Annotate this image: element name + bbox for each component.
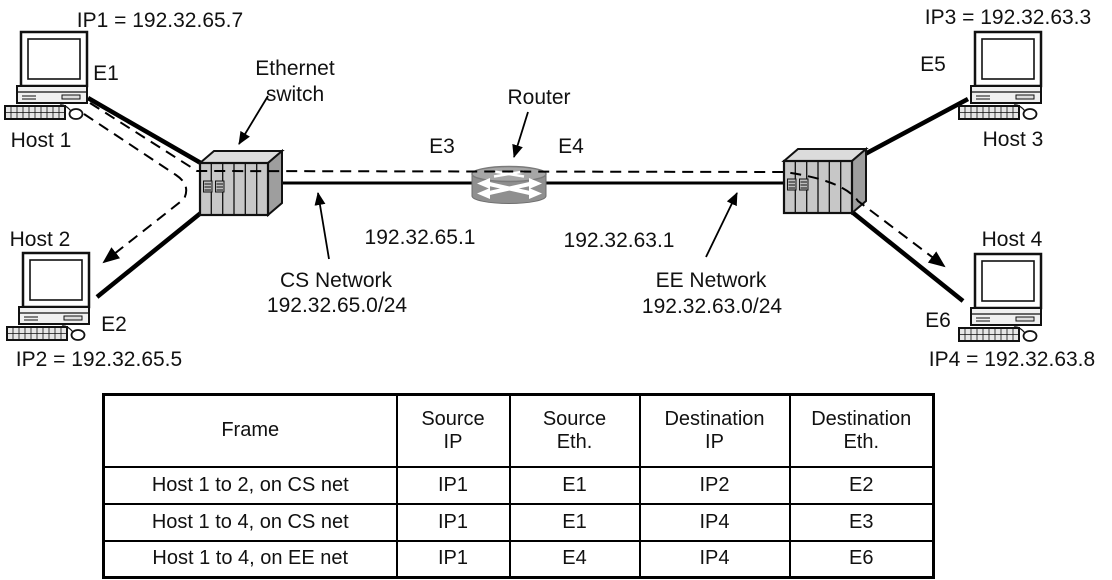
cell-source-eth: E4 [508,539,641,579]
header-destination-eth: Destination Eth. [788,393,935,468]
cell-source-ip: IP1 [395,465,511,505]
host2-label: Host 2 [10,228,71,251]
cell-destination-ip: IP4 [638,502,791,542]
ip4-label: IP4 = 192.32.63.8 [929,348,1095,371]
link-switch2-host4 [850,210,965,303]
e1-label: E1 [93,62,119,85]
header-source-ip: Source IP [395,393,511,468]
link-switch2-host3 [850,97,970,163]
table-row: Host 1 to 2, on CS net IP1 E1 IP2 E2 [102,465,935,505]
router-right-ip-label: 192.32.63.1 [564,229,675,252]
ee-network-label-line2: 192.32.63.0/24 [642,295,782,318]
e6-label: E6 [925,309,951,332]
cell-destination-eth: E3 [788,502,935,542]
cell-destination-eth: E2 [788,465,935,505]
cell-source-eth: E1 [508,465,641,505]
ip2-label: IP2 = 192.32.65.5 [16,348,182,371]
cell-destination-eth: E6 [788,539,935,579]
ip1-label: IP1 = 192.32.65.7 [77,9,243,32]
ethernet-switch-label-line2: switch [266,83,324,106]
header-frame: Frame [102,393,398,468]
router-pointer-arrow [512,111,529,158]
cell-frame: Host 1 to 2, on CS net [102,465,398,505]
host-3-icon [957,30,1043,121]
header-source-eth: Source Eth. [508,393,641,468]
frame-table-container: Frame Source IP Source Eth. Destination … [102,393,935,579]
cell-destination-ip: IP4 [638,539,791,579]
host-2-icon [5,251,91,342]
e2-label: E2 [101,313,127,336]
ip3-label: IP3 = 192.32.63.3 [925,6,1091,29]
cell-source-ip: IP1 [395,502,511,542]
ethernet-switch-label-line1: Ethernet [255,57,335,80]
cs-network-label-line2: 192.32.65.0/24 [267,294,407,317]
host3-label: Host 3 [983,128,1044,151]
host4-label: Host 4 [982,228,1043,251]
header-destination-ip: Destination IP [638,393,791,468]
router-label: Router [507,86,570,109]
e4-label: E4 [558,135,584,158]
ethernet-switch-pointer-arrow [238,95,269,145]
router-left-ip-label: 192.32.65.1 [365,226,476,249]
e3-label: E3 [429,135,455,158]
cell-destination-ip: IP2 [638,465,791,505]
host1-label: Host 1 [11,129,72,152]
cell-frame: Host 1 to 4, on CS net [102,502,398,542]
link-switch-host2 [95,210,204,299]
host-1-icon [3,30,89,121]
cell-source-eth: E1 [508,502,641,542]
frame-table: Frame Source IP Source Eth. Destination … [102,393,935,579]
table-row: Host 1 to 4, on CS net IP1 E1 IP4 E3 [102,502,935,542]
cell-source-ip: IP1 [395,539,511,579]
flow-path-host1-to-host2 [83,113,188,264]
cs-network-pointer-arrow [314,192,330,260]
cs-network-label-line1: CS Network [280,269,393,292]
ee-network-pointer-arrow [705,192,738,258]
flow-path-host1-to-host4 [89,102,946,268]
ethernet-switch-right-icon [782,147,868,215]
table-row: Host 1 to 4, on EE net IP1 E4 IP4 E6 [102,539,935,579]
e5-label: E5 [920,53,946,76]
host-4-icon [957,252,1043,343]
router-icon [471,165,547,204]
link-host1-switch [86,96,208,168]
ee-network-label-line1: EE Network [656,269,767,292]
cell-frame: Host 1 to 4, on EE net [102,539,398,579]
ethernet-switch-left-icon [198,149,284,217]
table-header-row: Frame Source IP Source Eth. Destination … [102,393,935,468]
